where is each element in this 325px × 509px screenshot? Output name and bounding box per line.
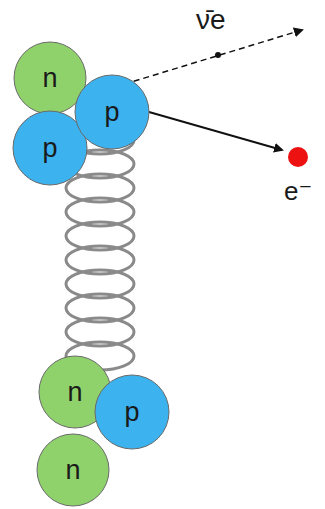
particle-text-holder: p [74, 74, 150, 150]
neutron-circle: n [36, 433, 110, 507]
particle-letter: p [42, 133, 57, 164]
particle-letter: p [124, 397, 139, 428]
particle-letter: p [104, 97, 119, 128]
particle-letter: n [65, 455, 80, 486]
particle-letter: n [42, 63, 57, 94]
particle-text-holder: p [94, 374, 170, 450]
electron-dot [288, 147, 308, 167]
antineutrino-symbol: ν̄e [196, 4, 226, 36]
proton-circle: p [94, 374, 170, 450]
antineutrino-track [105, 30, 302, 90]
proton-circle: p [74, 74, 150, 150]
electron-symbol: e⁻ [284, 176, 312, 207]
particle-text-holder: n [36, 433, 110, 507]
particle-letter: n [67, 377, 82, 408]
antineutrino-dot [215, 52, 221, 58]
